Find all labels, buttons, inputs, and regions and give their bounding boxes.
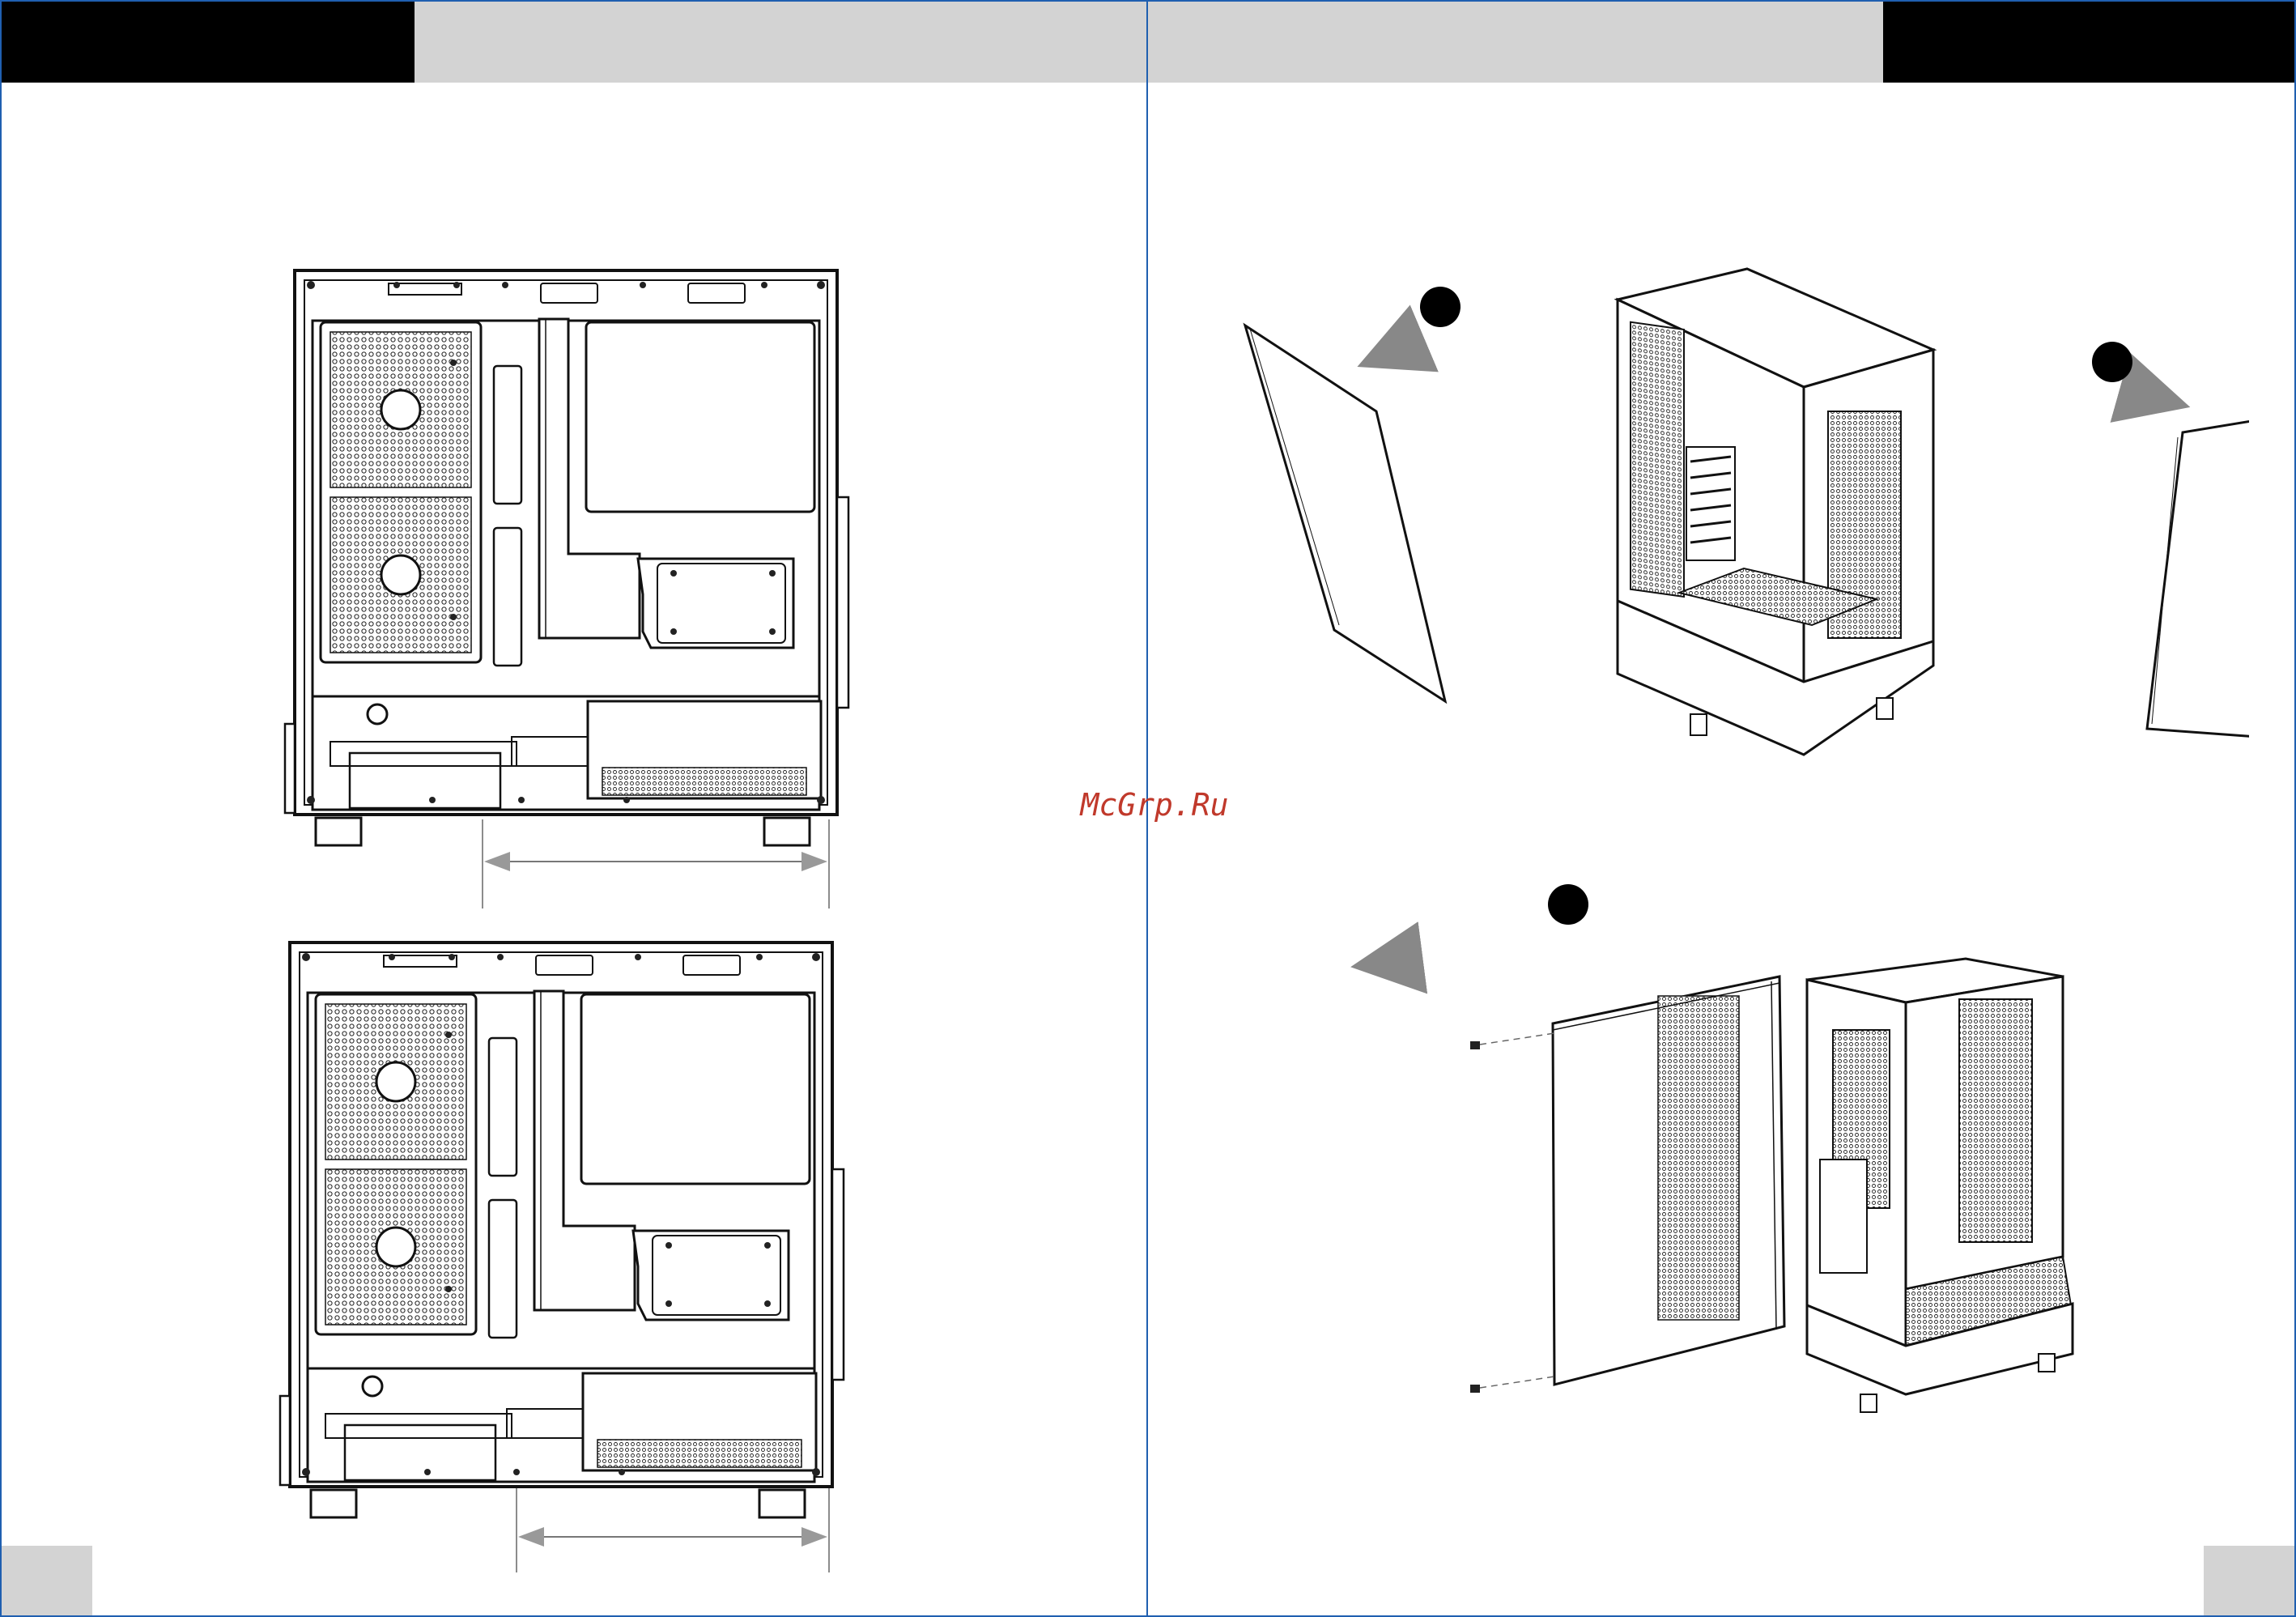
right-header-black-bar (1883, 2, 2296, 83)
right-page-number-tab (2204, 1546, 2294, 1615)
step-badge-1 (1420, 287, 1461, 327)
glass-panels-removal-figure (1229, 245, 2249, 779)
right-header-grey-bar (1148, 2, 1883, 83)
right-page (1146, 0, 2296, 1617)
left-page-number-tab (2, 1546, 92, 1615)
left-page (0, 0, 1148, 1617)
side-panel-removal-figure (1253, 917, 2257, 1419)
case-side-view-bottom-figure (272, 933, 863, 1581)
case-side-view-top-figure (282, 261, 865, 908)
step-badge-3 (1548, 884, 1588, 925)
left-header-black-bar (2, 2, 415, 83)
left-header-grey-bar (415, 2, 1148, 83)
step-badge-2 (2092, 342, 2132, 382)
watermark-text: McGrp.Ru (1074, 787, 1235, 823)
